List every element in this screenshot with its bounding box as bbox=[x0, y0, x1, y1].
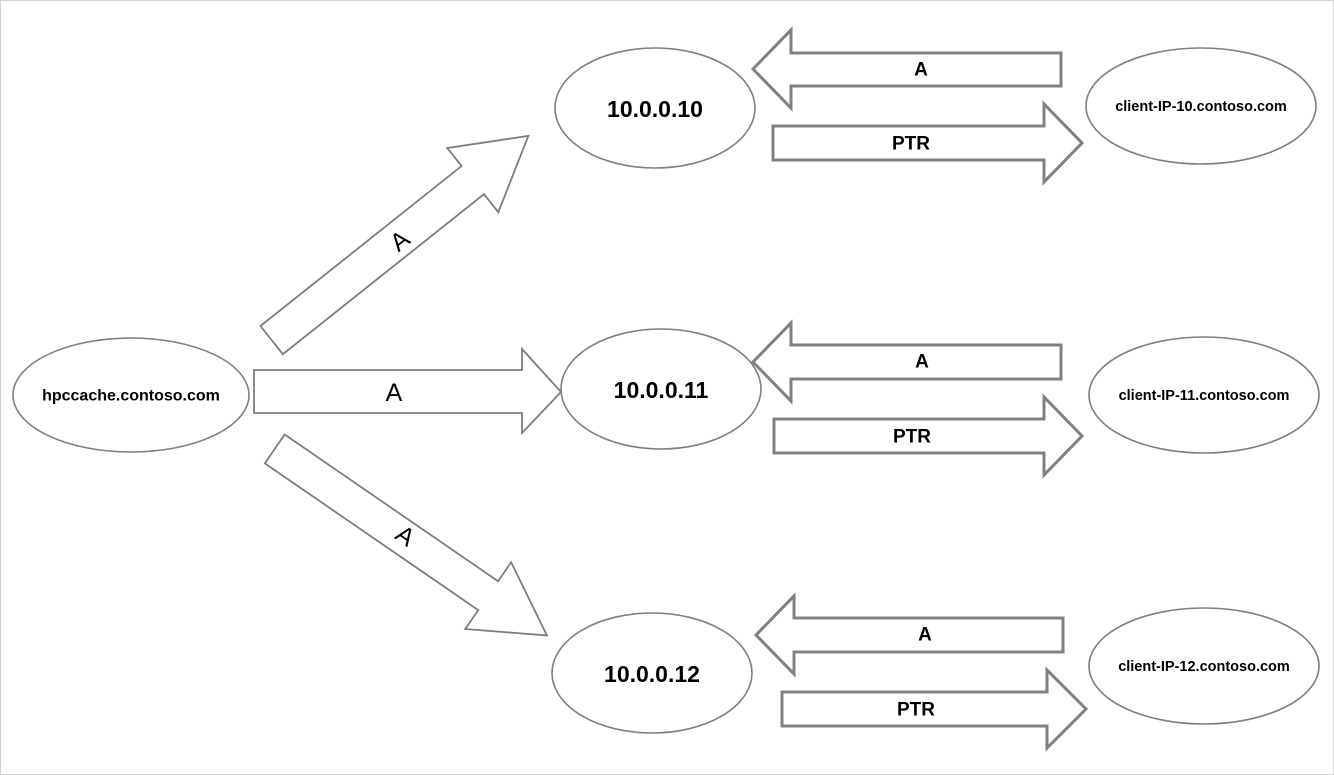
arrow-source-to-ip-2: A bbox=[263, 433, 549, 637]
arrow-ip-to-client-0-label: PTR bbox=[892, 134, 930, 155]
arrow-ip-to-client-2-label: PTR bbox=[897, 700, 935, 721]
node-client-0-shape bbox=[1085, 47, 1317, 165]
node-client-2-label: client-IP-12.contoso.com bbox=[1118, 659, 1290, 675]
node-ip-2-label: 10.0.0.12 bbox=[604, 661, 700, 687]
node-ip-1-label: 10.0.0.11 bbox=[614, 377, 709, 403]
node-client-1-label: client-IP-11.contoso.com bbox=[1119, 388, 1290, 404]
node-source: hpccache.contoso.com bbox=[12, 337, 250, 453]
arrow-source-to-ip-1: A bbox=[253, 346, 563, 436]
arrow-client-to-ip-0: A bbox=[750, 26, 1063, 112]
arrow-client-to-ip-2: A bbox=[753, 592, 1065, 678]
node-ip-0: 10.0.0.10 bbox=[554, 47, 756, 169]
arrow-source-to-ip-0: A bbox=[259, 134, 530, 356]
node-source-shape bbox=[12, 337, 250, 453]
node-client-1: client-IP-11.contoso.com bbox=[1088, 336, 1320, 454]
arrow-ip-to-client-1: PTR bbox=[772, 393, 1085, 479]
node-source-label: hpccache.contoso.com bbox=[42, 388, 220, 405]
node-ip-2-shape bbox=[551, 612, 753, 734]
arrow-client-to-ip-0-label: A bbox=[914, 60, 928, 81]
node-client-0-label: client-IP-10.contoso.com bbox=[1115, 99, 1287, 115]
node-client-0: client-IP-10.contoso.com bbox=[1085, 47, 1317, 165]
node-ip-0-label: 10.0.0.10 bbox=[607, 96, 703, 122]
arrow-source-to-ip-1-label: A bbox=[386, 379, 403, 407]
arrow-client-to-ip-1: A bbox=[750, 319, 1063, 405]
node-ip-1-shape bbox=[560, 328, 762, 450]
arrow-client-to-ip-2-label: A bbox=[918, 625, 932, 646]
node-ip-2: 10.0.0.12 bbox=[551, 612, 753, 734]
node-client-1-shape bbox=[1088, 336, 1320, 454]
arrow-ip-to-client-1-label: PTR bbox=[893, 427, 931, 448]
arrow-ip-to-client-2: PTR bbox=[780, 666, 1089, 752]
node-client-2-shape bbox=[1088, 607, 1320, 725]
node-ip-0-shape bbox=[554, 47, 756, 169]
node-ip-1: 10.0.0.11 bbox=[560, 328, 762, 450]
node-client-2: client-IP-12.contoso.com bbox=[1088, 607, 1320, 725]
arrow-ip-to-client-0: PTR bbox=[771, 100, 1085, 186]
arrow-client-to-ip-1-label: A bbox=[915, 352, 929, 373]
